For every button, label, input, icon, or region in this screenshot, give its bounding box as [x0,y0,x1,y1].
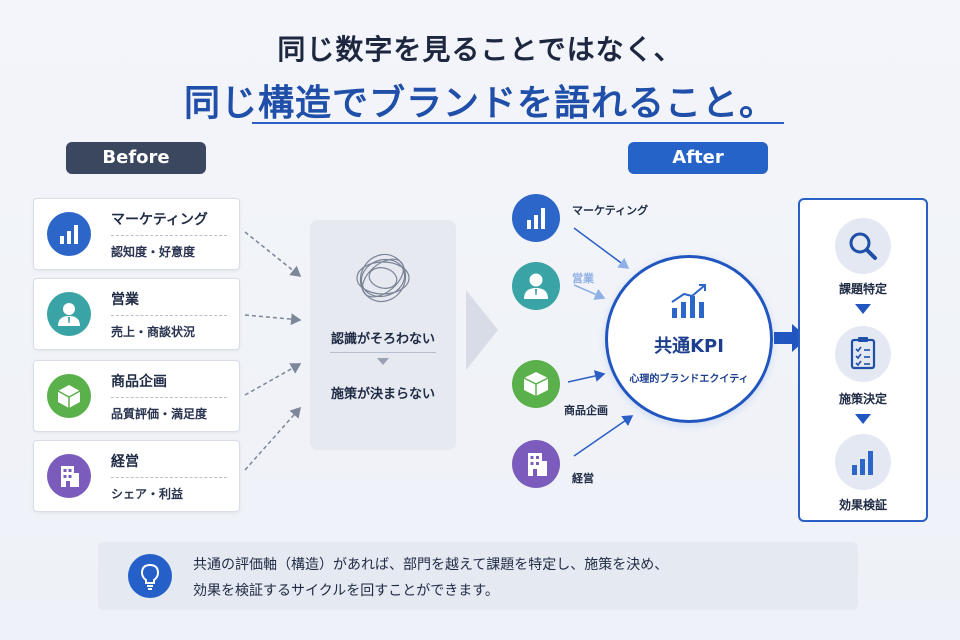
before-card-sales: 営業 売上・商談状況 [33,278,240,350]
title-line-2: 同じ構造でブランドを語れること。 [183,83,776,124]
kpi-subtitle: 心理的ブランドエクイティ [629,374,749,385]
card-metric: 認知度・好意度 [111,245,196,259]
bar-chart-icon [512,194,560,242]
divider [111,235,227,236]
building-icon [47,454,91,498]
card-title: 経営 [111,454,139,470]
kpi-title: 共通KPI [654,336,724,357]
before-card-marketing: マーケティング 認知度・好意度 [33,198,240,270]
card-metric: 売上・商談状況 [111,325,196,339]
card-title: 営業 [111,292,139,308]
person-icon [47,292,91,336]
box-icon [47,374,91,418]
note-line-2: 効果を検証するサイクルを回すことができます。 [193,583,499,599]
kpi-circle: 共通KPI 心理的ブランドエクイティ [605,255,773,423]
cycle-step-2: 施策決定 [838,392,887,406]
down-arrow-icon [855,414,871,424]
card-title: マーケティング [111,212,208,228]
person-icon [512,262,560,310]
divider [330,352,436,353]
before-card-product: 商品企画 品質評価・満足度 [33,360,240,432]
bar-chart-icon [47,212,91,256]
down-arrow-icon [377,358,389,365]
before-card-management: 経営 シェア・利益 [33,440,240,512]
note-line-1: 共通の評価軸（構造）があれば、部門を越えて課題を特定し、施策を決め、 [193,557,669,573]
divider [111,315,227,316]
after-dept-marketing: マーケティング [572,204,649,217]
cycle-step-3: 効果検証 [838,498,887,512]
lightbulb-icon [128,554,172,598]
confusion-box: 認識がそろわない 施策が決まらない [310,220,456,450]
tangle-icon [356,253,410,303]
card-metric: シェア・利益 [111,487,184,501]
chevron-right-icon [466,290,498,370]
cycle-panel: 課題特定 施策決定 効果検証 [798,198,928,522]
card-title: 商品企画 [111,374,167,390]
after-dept-product: 商品企画 [564,404,608,417]
card-metric: 品質評価・満足度 [111,407,208,421]
building-icon [512,440,560,488]
before-label: Before [66,142,206,174]
after-label: After [628,142,768,174]
bar-chart-icon [835,434,891,490]
growth-chart-icon [671,284,706,318]
problem-line-2: 施策が決まらない [330,387,435,402]
title-line-1: 同じ数字を見ることではなく、 [277,33,683,66]
cycle-step-1: 課題特定 [838,282,887,296]
down-arrow-icon [855,304,871,314]
divider [111,397,227,398]
clipboard-check-icon [835,326,891,382]
box-icon [512,360,560,408]
after-dept-management: 経営 [572,472,594,485]
summary-note: 共通の評価軸（構造）があれば、部門を越えて課題を特定し、施策を決め、 効果を検証… [98,542,858,610]
divider [111,477,227,478]
problem-line-1: 認識がそろわない [330,332,435,347]
after-dept-sales: 営業 [572,272,594,285]
magnifier-icon [835,218,891,274]
title-underline [252,122,784,124]
